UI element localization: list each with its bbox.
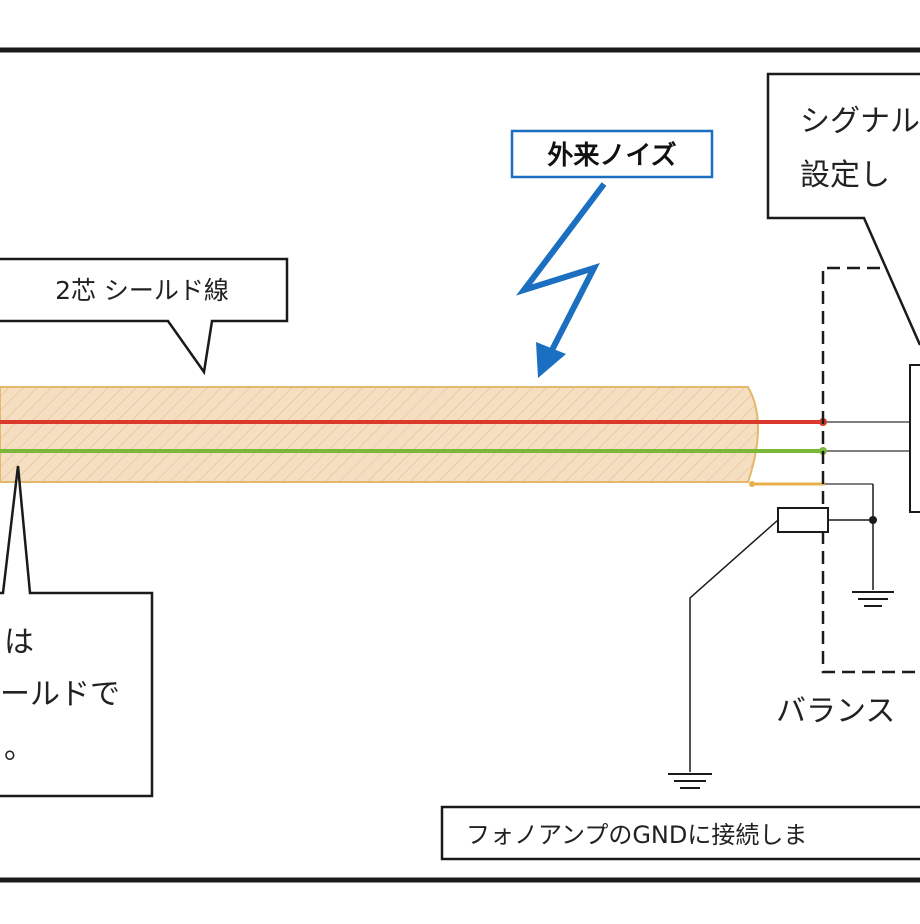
gnd-note-label: フォノアンプのGNDに接続しま	[466, 821, 807, 849]
noise-arrowhead-icon	[536, 342, 566, 378]
left-label-line3: 。	[4, 731, 34, 766]
left-label-line2: ールドで	[0, 677, 120, 712]
ground-junction	[869, 516, 877, 524]
resistor	[777, 507, 829, 533]
cable-callout	[0, 257, 289, 376]
shielded-cable	[0, 386, 759, 483]
device-box	[909, 364, 920, 513]
cable-label: 2芯 シールド線	[55, 276, 229, 305]
left-callout	[0, 465, 154, 798]
noise-label: 外来ノイズ	[547, 140, 676, 171]
signal-callout	[766, 72, 920, 346]
left-label-line1: は	[4, 625, 34, 660]
balance-label: バランス	[776, 694, 895, 729]
gnd-lead	[689, 519, 779, 772]
signal-label-line1: シグナル	[800, 104, 920, 139]
noise-lightning-icon	[515, 182, 607, 352]
gnd-note-box	[440, 805, 920, 861]
balance-dashed-box	[821, 266, 920, 674]
noise-label-box	[510, 129, 714, 179]
shield-junction	[749, 481, 755, 487]
signal-label-line2: 設定し	[800, 158, 890, 193]
